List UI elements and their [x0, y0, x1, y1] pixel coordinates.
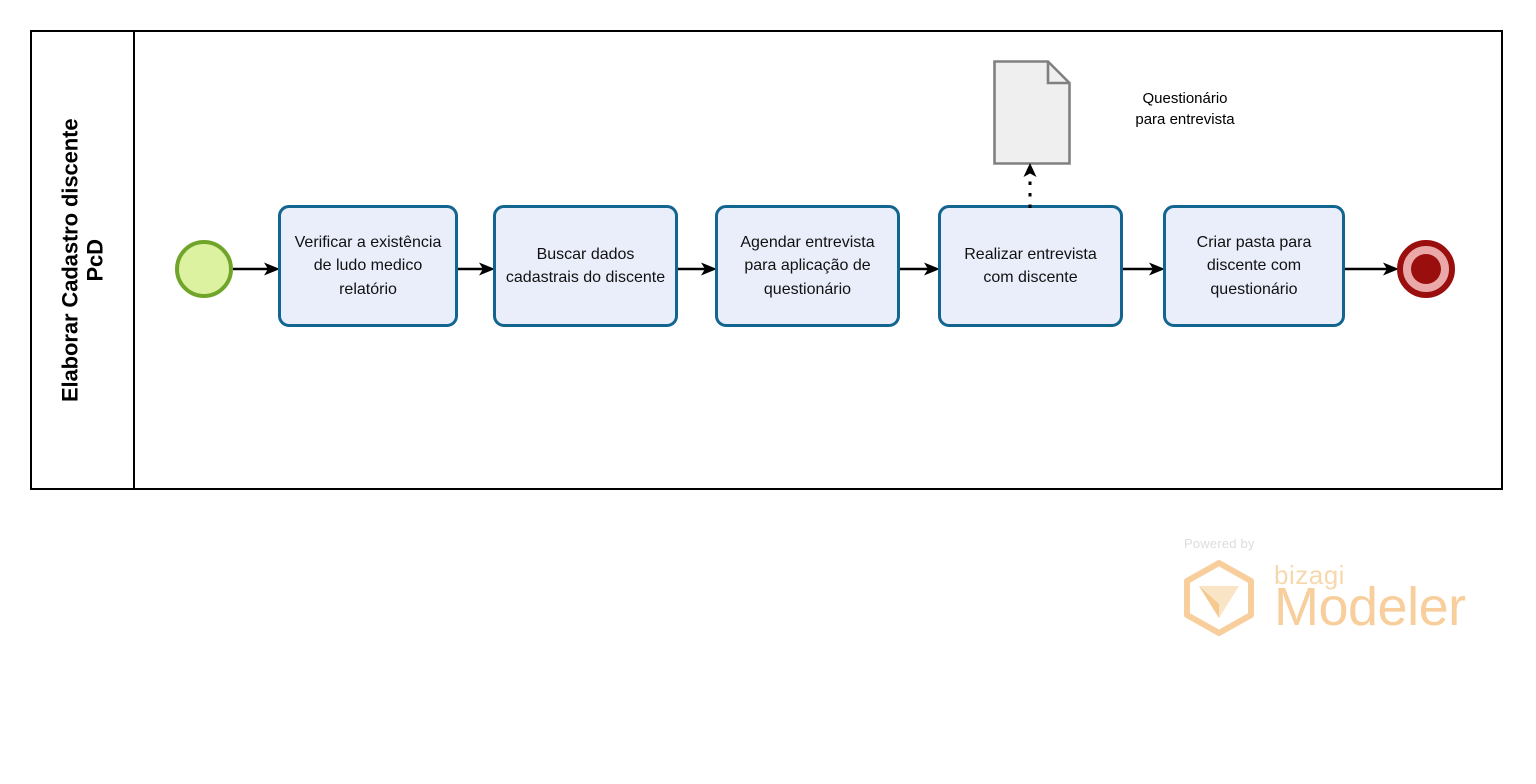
task-agendar-entrevista[interactable]: Agendar entrevista para aplicação de que… [715, 205, 900, 327]
end-event-core [1411, 254, 1441, 284]
task-verificar-existencia-laudo[interactable]: Verificar a existência de ludo medico re… [278, 205, 458, 327]
task-criar-pasta-discente[interactable]: Criar pasta para discente com questionár… [1163, 205, 1345, 327]
bizagi-hexagon-logo-icon [1182, 560, 1256, 636]
sequence-flow-task-1-to-task-2 [458, 262, 495, 276]
sequence-flow-task-5-to-end [1345, 262, 1399, 276]
sequence-flow-task-2-to-task-3 [678, 262, 717, 276]
data-object-label-line-1: Questionário [1142, 90, 1228, 107]
lane-title: Elaborar Cadastro discente PcD [57, 118, 108, 402]
bizagi-watermark: Powered by bizagi Modeler [1182, 536, 1466, 636]
sequence-flow-start-to-task-1 [233, 262, 280, 276]
data-object-label-line-2: para entrevista [1135, 111, 1235, 128]
watermark-powered-by-label: Powered by [1184, 536, 1255, 551]
end-event[interactable] [1397, 240, 1455, 298]
document-icon[interactable] [993, 60, 1071, 165]
sequence-flow-task-3-to-task-4 [900, 262, 940, 276]
start-event[interactable] [175, 240, 233, 298]
bizagi-product-label: Modeler [1274, 577, 1466, 637]
lane-header: Elaborar Cadastro discente PcD [32, 32, 135, 488]
bizagi-brand-label: bizagi [1274, 560, 1345, 590]
lane-title-line-1: Elaborar Cadastro discente [57, 118, 83, 402]
sequence-flow-task-4-to-task-5 [1123, 262, 1165, 276]
task-buscar-dados-cadastrais[interactable]: Buscar dados cadastrais do discente [493, 205, 678, 327]
task-realizar-entrevista[interactable]: Realizar entrevista com discente [938, 205, 1123, 327]
data-object-label: Questionário para entrevista [1085, 88, 1285, 130]
association-flow-task-4-to-document [1023, 163, 1037, 208]
lane-title-line-2: PcD [82, 238, 108, 282]
